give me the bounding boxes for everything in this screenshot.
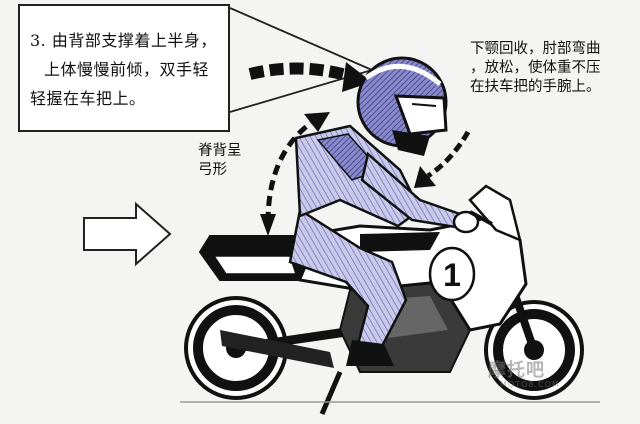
rider-figure (288, 124, 493, 366)
motorcycle-icon: 1 (180, 184, 600, 415)
instruction-text: 3. 由背部支撑着上半身， 上体慢慢前倾，双手轻 轻握在车把上。 (30, 26, 226, 113)
bike-number: 1 (443, 257, 461, 293)
back-note-line-1: 脊背呈 (198, 143, 242, 159)
callout-pointer (229, 7, 375, 113)
back-note-line-2: 弓形 (198, 162, 227, 178)
chin-note-line-1: 下颚回收，肘部弯曲 (470, 41, 601, 57)
right-arrow-icon (83, 201, 172, 267)
watermark-url: MOTO8.COM (500, 380, 560, 389)
helmet-icon (356, 56, 448, 156)
chin-arrow (414, 130, 471, 188)
chin-note-line-3: 在扶车把的手腕上。 (470, 79, 601, 95)
instruction-line-3: 轻握在车把上。 (30, 89, 146, 108)
instruction-callout: 3. 由背部支撑着上半身， 上体慢慢前倾，双手轻 轻握在车把上。 (18, 4, 230, 132)
instruction-line-2: 上体慢慢前倾，双手轻 (44, 60, 210, 79)
watermark-logo: 摩托吧 (488, 360, 545, 381)
chin-elbow-note: 下颚回收，肘部弯曲 ，放松，使体重不压 在扶车把的手腕上。 (470, 40, 638, 97)
back-arch-note: 脊背呈 弓形 (198, 142, 242, 180)
chin-note-line-2: ，放松，使体重不压 (470, 60, 601, 76)
instruction-line-1: 3. 由背部支撑着上半身， (30, 31, 217, 50)
back-arch-arrow (260, 112, 330, 236)
